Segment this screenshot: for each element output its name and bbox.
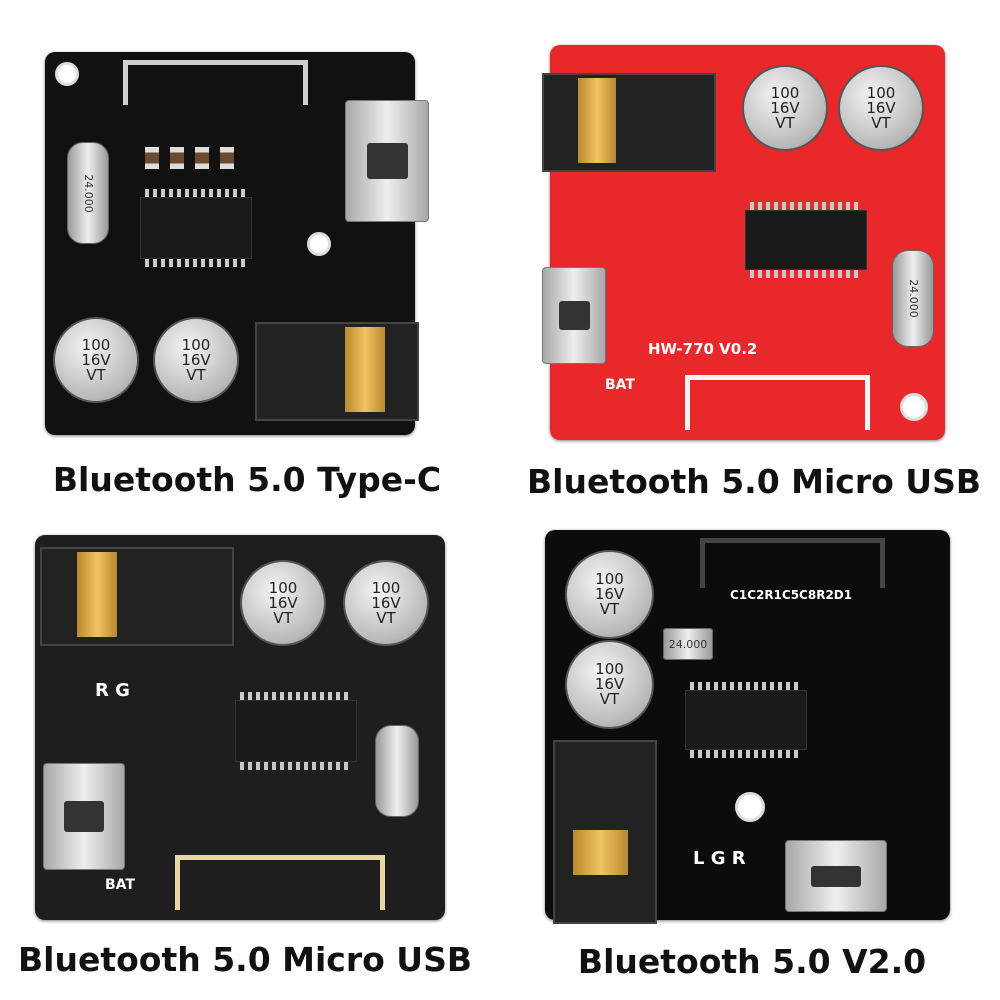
mount-hole [900, 393, 928, 421]
micro-usb-port [785, 840, 887, 912]
smd-component [195, 147, 209, 169]
audio-jack [255, 322, 419, 421]
crystal: 24.000 [892, 250, 934, 347]
crystal: 24.000 [663, 628, 713, 660]
jack-contact [578, 78, 616, 163]
model-label: HW-770 V0.2 [648, 340, 758, 358]
smd-component [145, 147, 159, 169]
mount-hole [307, 232, 331, 256]
crystal: 24.000 [67, 142, 109, 244]
lgr-label: L G R [693, 848, 746, 869]
antenna-trace [175, 855, 385, 910]
bat-label: BAT [605, 377, 635, 393]
antenna-trace [123, 60, 308, 105]
caption-type-c: Bluetooth 5.0 Type-C [52, 460, 442, 499]
mount-hole [55, 62, 79, 86]
bluetooth-chip [235, 692, 357, 770]
jack-contact [77, 552, 117, 637]
audio-jack [542, 73, 716, 172]
bluetooth-chip [745, 202, 867, 278]
micro-usb-port [43, 763, 125, 870]
mount-hole [735, 792, 765, 822]
rg-label: R G [95, 680, 130, 701]
antenna-trace [700, 538, 885, 588]
usb-c-port [345, 100, 429, 222]
caption-dark-micro-usb: Bluetooth 5.0 Micro USB [17, 940, 473, 979]
smd-component [220, 147, 234, 169]
bat-label: BAT [105, 877, 135, 893]
caption-v2: Bluetooth 5.0 V2.0 [577, 942, 927, 981]
caption-red-micro-usb: Bluetooth 5.0 Micro USB [526, 462, 982, 501]
bluetooth-chip [140, 189, 252, 267]
audio-jack [40, 547, 234, 646]
bluetooth-chip [685, 682, 807, 758]
part-labels: C1C2R1C5C8R2D1 [730, 588, 853, 602]
crystal [375, 725, 419, 817]
micro-usb-port [542, 267, 606, 364]
smd-component [170, 147, 184, 169]
jack-contact [573, 830, 628, 875]
jack-contact [345, 327, 385, 412]
antenna-trace [685, 375, 870, 430]
